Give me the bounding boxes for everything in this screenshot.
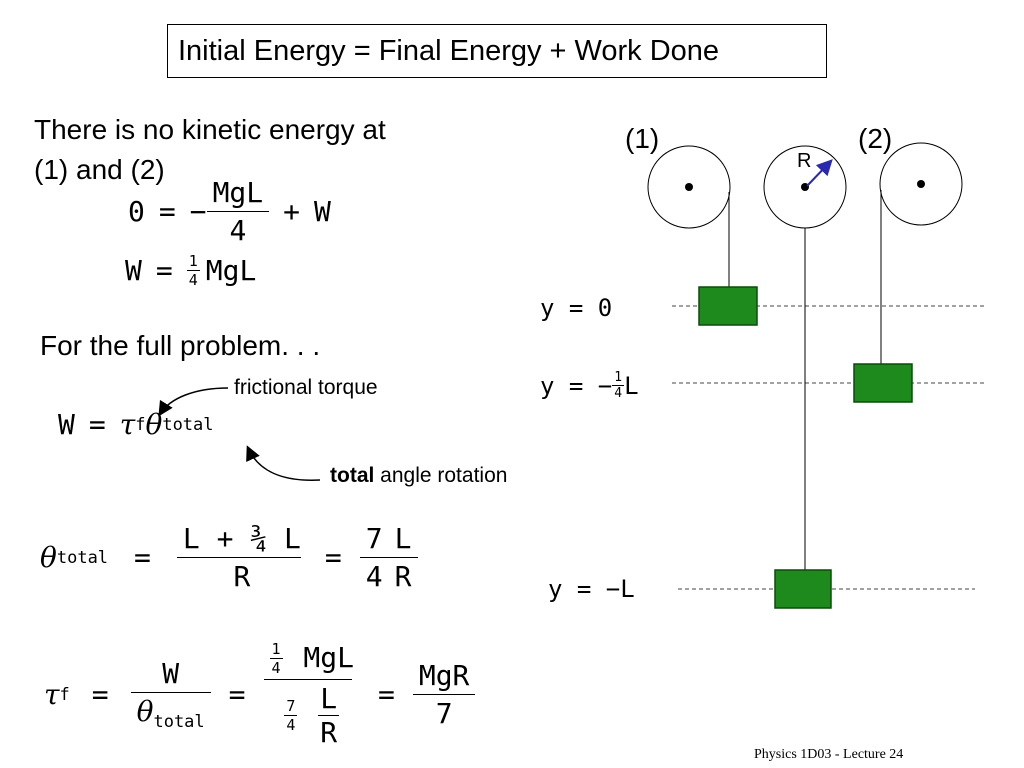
eq4-numerator: L + ¾ L xyxy=(182,522,301,555)
annotation-total-angle: total angle rotation xyxy=(330,464,507,488)
equation-energy: 0 = − MgL 4 + W xyxy=(128,176,331,247)
block-2 xyxy=(853,363,913,403)
eq5-den-r: R xyxy=(320,716,338,749)
eq4-denominator: R xyxy=(233,560,251,593)
eq1-lhs: 0 xyxy=(128,195,145,228)
eq5-l-over-r: L R xyxy=(318,682,340,749)
equation-work: W = 1 4 MgL xyxy=(125,252,256,289)
eq3-lhs: W xyxy=(58,408,75,441)
eq5-compound-fraction: 1 4 MgL 7 4 L R xyxy=(263,640,360,749)
label-y-quarter-frac: 1 4 xyxy=(612,370,625,401)
label-y-quarter-frac-num: 1 xyxy=(614,370,623,385)
equation-theta-total: θ total = L + ¾ L R = 7 4 L R xyxy=(40,522,418,593)
eq5-theta: θ xyxy=(136,695,154,728)
label-y-minus-l: y = −L xyxy=(548,575,635,603)
eq1-plus: + xyxy=(283,195,301,228)
radius-arrow xyxy=(806,159,833,187)
equation-tau-f: τ f = W θtotal = 1 4 MgL 7 4 L R xyxy=(44,640,476,749)
eq4-four: 4 xyxy=(365,560,383,593)
eq5-equals: = xyxy=(91,678,109,711)
diagram-label-1: (1) xyxy=(625,123,660,154)
annotation-total-bold: total xyxy=(330,464,375,487)
eq5-result: MgR 7 xyxy=(412,659,476,730)
eq4-equals-2: = xyxy=(324,541,342,574)
eq3-equals: = xyxy=(88,408,106,441)
intro-line-2: (1) and (2) xyxy=(34,154,165,185)
eq3-tau: τ xyxy=(119,408,136,441)
eq1-numerator: MgL xyxy=(212,176,264,209)
label-y-zero: y = 0 xyxy=(540,294,613,322)
label-y-quarter-suffix: L xyxy=(624,371,639,400)
eq5-den-l: L xyxy=(320,682,338,715)
eq1-equals: = xyxy=(158,195,176,228)
eq5-quarter-den: 4 xyxy=(271,659,281,677)
label-y-quarter: y = − 1 4 L xyxy=(540,370,639,401)
block-1 xyxy=(698,286,758,326)
eq4-seven-fourths: 7 4 xyxy=(359,522,389,593)
eq2-lhs: W xyxy=(125,254,142,287)
pulley-2-axle xyxy=(917,180,925,188)
equation-work-torque: W = τ f θ total xyxy=(58,408,214,441)
eq1-fraction: MgL 4 xyxy=(206,176,270,247)
eq3-tau-sub: f xyxy=(135,414,146,435)
label-y-quarter-frac-den: 4 xyxy=(614,386,623,401)
arrow-to-theta xyxy=(246,445,321,481)
eq2-rhs: MgL xyxy=(205,254,257,287)
slide-title: Initial Energy = Final Energy + Work Don… xyxy=(167,24,827,78)
eq5-equals-2: = xyxy=(228,678,246,711)
eq4-l-over-r: L R xyxy=(388,522,418,593)
eq4-theta-sub: total xyxy=(56,547,109,568)
eq4-l: L xyxy=(394,522,412,555)
eq5-mgl: MgL xyxy=(303,640,354,674)
eq5-mgr: MgR xyxy=(418,659,470,692)
annotation-total-rest: angle rotation xyxy=(374,464,508,487)
eq3-theta-sub: total xyxy=(162,414,214,435)
eq2-quarter: 1 4 xyxy=(186,252,200,289)
eq5-equals-3: = xyxy=(377,678,395,711)
eq2-equals: = xyxy=(155,254,173,287)
arrow-to-tau xyxy=(158,387,229,417)
eq5-quarter: 1 4 xyxy=(269,640,283,677)
eq5-seven-fourths-num: 7 xyxy=(286,697,296,715)
intro-text: There is no kinetic energy at (1) and (2… xyxy=(34,110,386,190)
pulley-1-axle xyxy=(685,183,693,191)
eq4-equals: = xyxy=(134,541,151,574)
eq3-theta: θ xyxy=(145,408,163,441)
annotation-frictional-torque: frictional torque xyxy=(234,376,378,399)
eq4-r: R xyxy=(394,560,412,593)
eq5-tau: τ xyxy=(44,678,60,711)
eq4-seven: 7 xyxy=(365,522,383,555)
eq5-quarter-num: 1 xyxy=(271,640,281,658)
diagram-label-2: (2) xyxy=(858,123,893,154)
eq4-theta: θ xyxy=(40,541,57,574)
eq4-fraction: L + ¾ L R xyxy=(176,522,307,593)
eq5-w: W xyxy=(162,657,180,690)
radius-label: R xyxy=(797,150,812,172)
intro-line-1: There is no kinetic energy at xyxy=(34,114,386,145)
eq1-w: W xyxy=(314,195,331,228)
eq5-tau-sub: f xyxy=(59,684,70,705)
eq1-denominator: 4 xyxy=(229,214,247,247)
eq1-minus: − xyxy=(189,195,207,228)
eq5-seven: 7 xyxy=(435,697,453,730)
eq2-quarter-num: 1 xyxy=(188,252,198,270)
full-problem-heading: For the full problem. . . xyxy=(40,330,321,361)
eq5-seven-fourths: 7 4 xyxy=(284,697,298,734)
eq5-w-over-theta: W θtotal xyxy=(130,657,211,732)
eq5-theta-sub: total xyxy=(153,712,205,732)
block-middle xyxy=(774,569,832,609)
eq2-quarter-den: 4 xyxy=(188,271,198,289)
footer-lecture: Physics 1D03 - Lecture 24 xyxy=(754,747,904,762)
eq5-seven-fourths-den: 4 xyxy=(286,716,296,734)
label-y-quarter-prefix: y = − xyxy=(540,371,613,400)
